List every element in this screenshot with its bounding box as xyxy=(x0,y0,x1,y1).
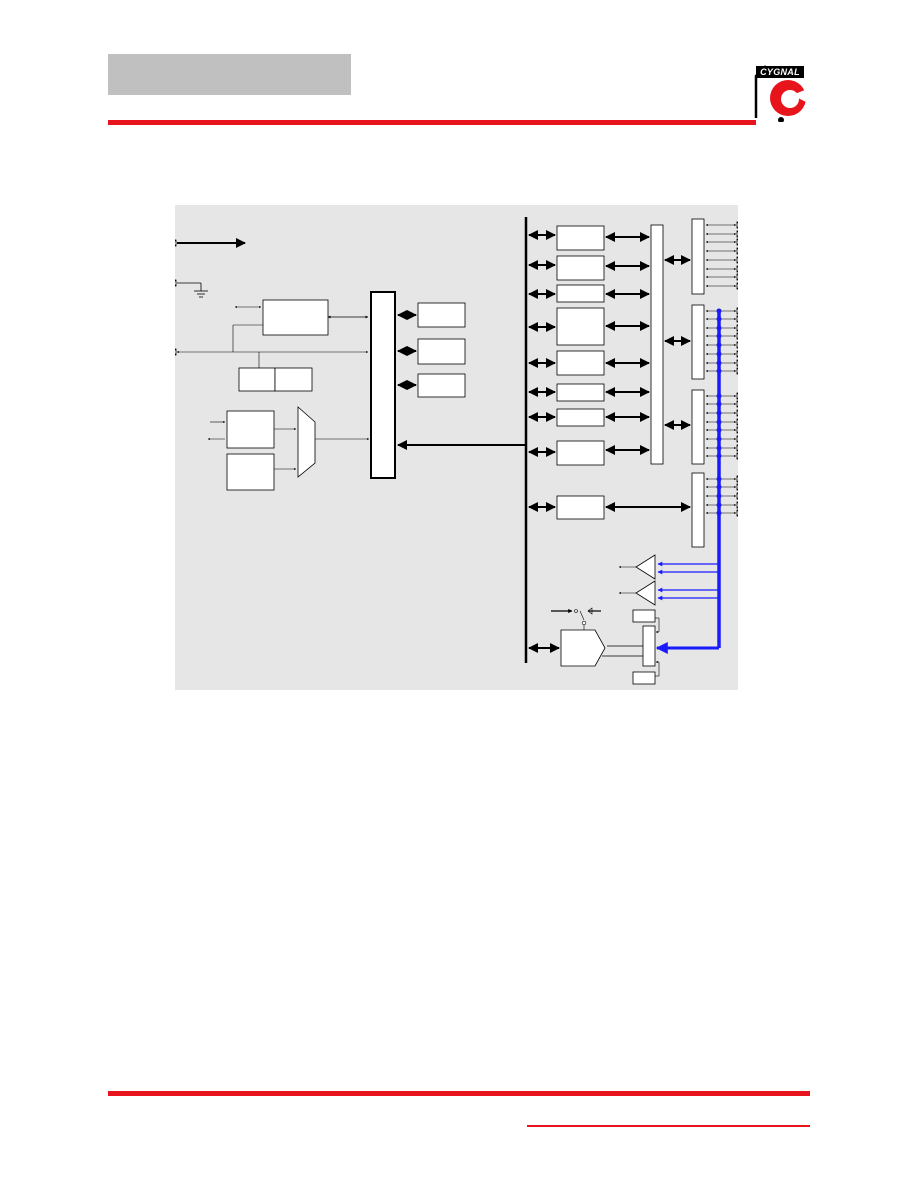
cpu-core-block xyxy=(370,291,396,479)
pin-icon xyxy=(175,279,177,287)
external-oscillator-block xyxy=(226,410,275,449)
pin-pads xyxy=(736,221,738,517)
comparator-icon xyxy=(618,554,656,580)
comparator-icon xyxy=(618,580,656,606)
peripheral-block-7 xyxy=(556,408,605,427)
peripheral-blocks xyxy=(556,225,605,520)
peripheral-block-8 xyxy=(556,440,605,466)
peripheral-block-3 xyxy=(556,284,605,303)
reset-block-b xyxy=(274,367,313,392)
analog-bus-taps xyxy=(716,308,722,516)
vdd-pin-group xyxy=(175,238,246,248)
peripheral-block-9 xyxy=(556,495,605,520)
memory-block-3 xyxy=(417,373,466,398)
port-0-pins xyxy=(705,223,737,288)
internal-oscillator-block xyxy=(226,453,275,491)
adc-icon xyxy=(528,607,606,667)
debug-block xyxy=(262,299,329,336)
reset-block-a xyxy=(238,367,276,392)
crossbar-block xyxy=(650,224,664,465)
port-0-latch xyxy=(691,218,705,295)
pin-icon xyxy=(175,348,177,356)
memory-block-2 xyxy=(417,338,466,365)
pin-icon xyxy=(175,239,177,247)
peripheral-block-2 xyxy=(556,255,605,281)
block-diagram xyxy=(175,205,738,690)
mux-icon xyxy=(297,406,316,478)
footer-rule-short xyxy=(527,1125,810,1127)
vref-block xyxy=(632,671,656,685)
analog-bus xyxy=(655,309,721,654)
port-1-latch xyxy=(691,304,705,380)
memory-block-1 xyxy=(417,302,466,328)
peripheral-block-5 xyxy=(556,350,605,376)
ground-pin-group xyxy=(175,279,208,298)
header-rule xyxy=(108,120,756,125)
port-3-latch xyxy=(691,472,705,548)
peripheral-block-6 xyxy=(556,383,605,402)
peripheral-block-4 xyxy=(556,307,605,346)
footer-rule xyxy=(108,1091,810,1096)
ground-icon xyxy=(194,283,208,298)
header-title-box xyxy=(108,54,351,95)
analog-mux-block xyxy=(642,625,656,667)
block-diagram-canvas xyxy=(175,217,738,685)
logo-text: CYGNAL xyxy=(756,66,804,78)
port-2-latch xyxy=(691,389,705,465)
temp-sensor-block xyxy=(632,609,656,623)
peripheral-block-1 xyxy=(556,225,605,251)
cygnal-logo-icon xyxy=(754,65,810,122)
